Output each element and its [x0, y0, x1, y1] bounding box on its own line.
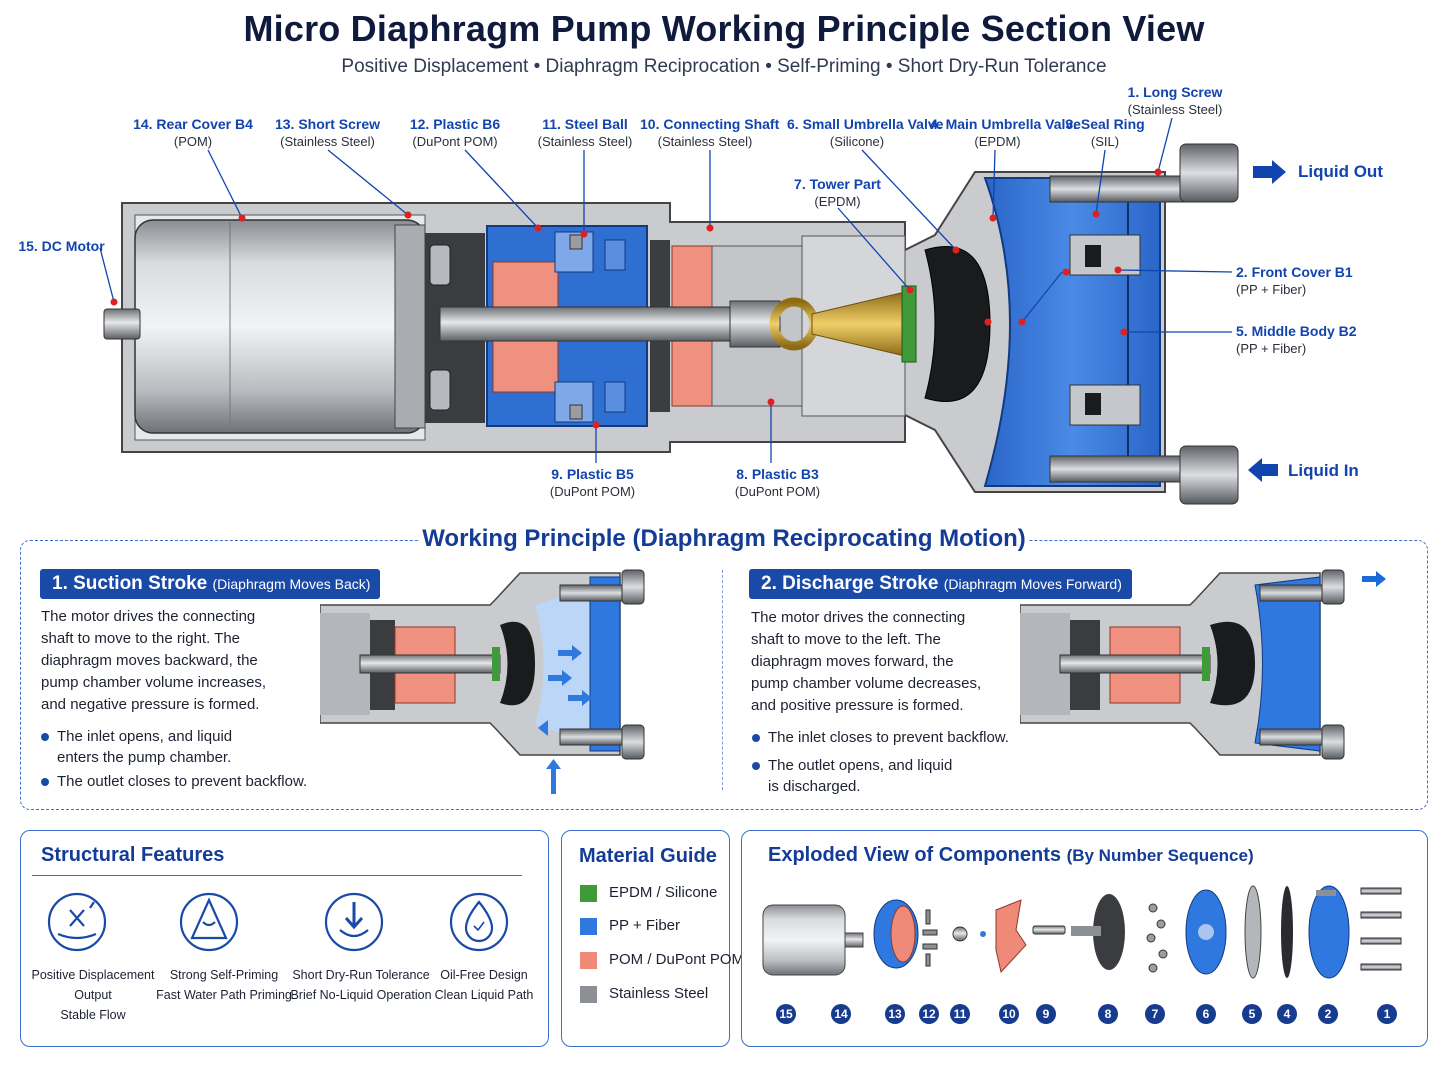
discharge-out-arrow-icon	[1362, 571, 1386, 587]
exploded-main-valve	[1244, 885, 1262, 979]
label-part-4: 4. Main Umbrella Valve(EPDM)	[930, 116, 1081, 149]
structural-features-title: Structural Features	[41, 844, 225, 866]
exploded-num-5: 5	[1242, 1004, 1262, 1024]
label-part-6: 6. Small Umbrella Valve(Silicone)	[787, 116, 944, 149]
label-part-7: 7. Tower Part(EPDM)	[794, 176, 881, 209]
label-part-3: 3. Seal Ring(SIL)	[1065, 116, 1145, 149]
liquid-in-arrow-icon	[1248, 458, 1278, 482]
exploded-num-7: 7	[1145, 1004, 1165, 1024]
legend-swatch-pom	[580, 952, 597, 969]
exploded-num-14: 14	[831, 1004, 851, 1024]
label-part-15: 15. DC Motor	[18, 238, 105, 254]
exploded-connecting-shaft-pom	[995, 899, 1027, 974]
label-part-1: 1. Long Screw(Stainless Steel)	[1127, 84, 1223, 117]
label-part-11: 11. Steel Ball(Stainless Steel)	[537, 116, 633, 149]
material-guide-title: Material Guide	[579, 845, 717, 867]
material-guide-panel	[561, 830, 730, 1047]
exploded-num-10: 10	[999, 1004, 1019, 1024]
discharge-stroke-tag: 2. Discharge Stroke (Diaphragm Moves For…	[749, 569, 1132, 599]
long-screws	[1049, 143, 1239, 505]
label-part-13: 13. Short Screw(Stainless Steel)	[274, 116, 381, 149]
exploded-view-title: Exploded View of Components (By Number S…	[768, 844, 1254, 866]
legend-swatch-steel	[580, 986, 597, 1003]
dry-run-icon	[324, 892, 384, 952]
exploded-num-9: 9	[1036, 1004, 1056, 1024]
structural-features-rule	[32, 875, 522, 876]
exploded-num-12: 12	[919, 1004, 939, 1024]
suction-bullet-2: The outlet closes to prevent backflow.	[41, 771, 307, 792]
oil-free-icon	[449, 892, 509, 952]
label-part-5: 5. Middle Body B2(PP + Fiber)	[1236, 323, 1357, 356]
exploded-num-6: 6	[1196, 1004, 1216, 1024]
feature-icons	[47, 892, 509, 952]
self-priming-icon	[179, 892, 239, 952]
leader-dots	[110, 168, 1162, 429]
exploded-num-2: 2	[1318, 1004, 1338, 1024]
exploded-rear-cover	[873, 899, 919, 969]
liquid-out-arrow-icon	[1253, 160, 1286, 184]
exploded-num-15: 15	[776, 1004, 796, 1024]
suction-stroke-tag: 1. Suction Stroke (Diaphragm Moves Back)	[40, 569, 381, 599]
exploded-middle-body	[1185, 889, 1227, 975]
label-part-8: 8. Plastic B3(DuPont POM)	[734, 466, 821, 499]
exploded-num-4: 4	[1277, 1004, 1297, 1024]
legend-swatch-pp	[580, 918, 597, 935]
exploded-num-8: 8	[1098, 1004, 1118, 1024]
exploded-front-cover	[1308, 885, 1350, 979]
exploded-num-13: 13	[885, 1004, 905, 1024]
discharge-bullet-1: The inlet closes to prevent backflow.	[752, 727, 1009, 748]
exploded-motor	[762, 904, 864, 976]
motor-bearing	[425, 233, 485, 423]
exploded-long-screws	[1360, 887, 1402, 971]
exploded-num-1: 1	[1377, 1004, 1397, 1024]
stroke-divider	[722, 570, 723, 790]
exploded-num-11: 11	[950, 1004, 970, 1024]
label-part-10: 10. Connecting Shaft(Stainless Steel)	[640, 116, 780, 149]
legend-swatch-epdm	[580, 885, 597, 902]
exploded-components	[762, 885, 1402, 979]
main-umbrella-diaphragm	[924, 246, 991, 402]
flow-arrows	[1248, 160, 1286, 482]
pump-section-view	[99, 117, 1286, 505]
exploded-pin	[1032, 925, 1066, 935]
displacement-icon	[47, 892, 107, 952]
exploded-seal-ring	[1281, 886, 1293, 978]
label-part-12: 12. Plastic B6(DuPont POM)	[409, 116, 501, 149]
label-part-14: 14. Rear Cover B4(POM)	[133, 116, 253, 149]
liquid-in-label: Liquid In	[1288, 461, 1359, 480]
discharge-stroke-diagram	[1020, 569, 1386, 760]
suction-flow-arrows-icon	[538, 645, 592, 794]
page-subtitle: Positive Displacement • Diaphragm Recipr…	[341, 56, 1107, 77]
exploded-steel-ball	[952, 926, 968, 942]
label-part-9: 9. Plastic B5(DuPont POM)	[549, 466, 636, 499]
leader-lines	[99, 117, 1233, 463]
connecting-shaft	[439, 285, 917, 363]
front-cover-and-middle-body	[983, 177, 1161, 487]
dc-motor	[103, 219, 426, 434]
structural-features-panel	[20, 830, 549, 1047]
page-title: Micro Diaphragm Pump Working Principle S…	[243, 8, 1205, 49]
suction-stroke-diagram	[320, 569, 645, 794]
working-principle-title: Working Principle (Diaphragm Reciprocati…	[420, 525, 1028, 553]
exploded-b3	[1071, 894, 1125, 970]
label-part-2: 2. Front Cover B1(PP + Fiber)	[1236, 264, 1353, 297]
exploded-valves	[1146, 903, 1168, 973]
exploded-short-screws	[922, 909, 938, 967]
liquid-out-label: Liquid Out	[1298, 162, 1383, 181]
